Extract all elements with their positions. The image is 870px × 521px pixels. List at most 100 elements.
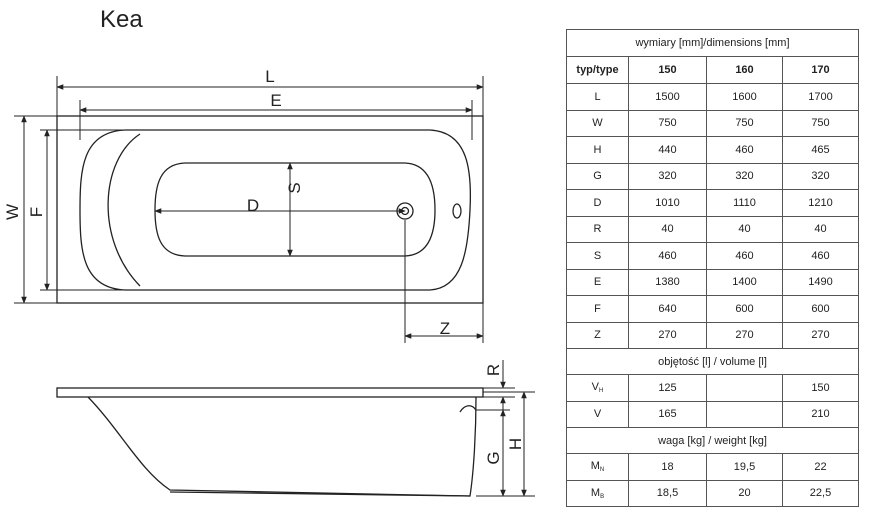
cell [706, 400, 783, 428]
row-label: MN [566, 453, 629, 481]
cell: 600 [782, 295, 859, 323]
dimensions-table: wymiary [mm]/dimensions [mm] typ/type 15… [566, 29, 859, 507]
cell: 22 [782, 453, 859, 481]
type-160: 160 [706, 56, 783, 84]
weight-header: waga [kg] / weight [kg] [566, 427, 859, 454]
cell: 1380 [628, 268, 707, 296]
dim-label-D: D [247, 196, 259, 215]
side-tub-bottom [169, 491, 471, 497]
dim-label-W: W [3, 204, 22, 220]
cell: 750 [782, 109, 859, 137]
cell: 19,5 [706, 453, 783, 481]
overflow-hole [452, 203, 462, 219]
bathtub-technical-drawing: L E W F S D Z R G H [3, 67, 535, 497]
product-title: Kea [100, 6, 143, 33]
cell: 270 [706, 321, 783, 349]
tub-bottom-outline [154, 162, 436, 257]
backrest-curve [107, 133, 141, 287]
side-tub-body [87, 396, 477, 497]
cell: 750 [628, 109, 707, 137]
tub-inner-basin [79, 129, 472, 291]
type-label: typ/type [566, 56, 629, 84]
cell: 640 [628, 295, 707, 323]
row-label: W [566, 109, 629, 137]
top-view [56, 115, 484, 304]
tub-outer-rim [56, 115, 484, 304]
row-label: L [566, 83, 629, 111]
cell: 600 [706, 295, 783, 323]
dim-label-S: S [285, 182, 304, 193]
row-label: Z [566, 321, 629, 349]
dim-label-L: L [265, 67, 274, 86]
cell: 40 [628, 215, 707, 243]
cell: 1490 [782, 268, 859, 296]
cell: 18 [628, 453, 707, 481]
cell: 1700 [782, 83, 859, 111]
cell: 1110 [706, 189, 783, 217]
dim-label-G: G [484, 451, 503, 464]
cell: 18,5 [628, 479, 707, 507]
cell: 1010 [628, 189, 707, 217]
cell: 20 [706, 479, 783, 507]
row-label: D [566, 189, 629, 217]
dim-label-Z: Z [440, 319, 450, 338]
side-overflow [459, 405, 477, 413]
cell: 460 [706, 242, 783, 270]
row-label: R [566, 215, 629, 243]
dim-label-H: H [506, 438, 525, 450]
row-label: S [566, 242, 629, 270]
cell: 750 [706, 109, 783, 137]
dimensions-header: wymiary [mm]/dimensions [mm] [566, 29, 859, 57]
dim-label-E: E [270, 91, 281, 110]
cell: 320 [628, 162, 707, 190]
cell: 460 [782, 242, 859, 270]
cell: 460 [628, 242, 707, 270]
dim-label-F: F [27, 207, 46, 217]
row-label: G [566, 162, 629, 190]
side-rim [56, 387, 484, 398]
volume-header: objętość [l] / volume [l] [566, 348, 859, 375]
cell: 320 [782, 162, 859, 190]
row-label: MB [566, 479, 629, 507]
cell: 1500 [628, 83, 707, 111]
type-150: 150 [628, 56, 707, 84]
cell: 1600 [706, 83, 783, 111]
side-view [56, 387, 484, 497]
row-label: F [566, 295, 629, 323]
dim-label-R: R [484, 364, 503, 376]
cell: 150 [782, 374, 859, 402]
cell: 460 [706, 136, 783, 164]
cell: 320 [706, 162, 783, 190]
cell [706, 374, 783, 402]
cell: 270 [782, 321, 859, 349]
cell: 40 [782, 215, 859, 243]
top-view-dimensions [14, 76, 484, 343]
cell: 165 [628, 400, 707, 428]
cell: 1400 [706, 268, 783, 296]
cell: 270 [628, 321, 707, 349]
cell: 125 [628, 374, 707, 402]
row-label: E [566, 268, 629, 296]
type-170: 170 [782, 56, 859, 84]
row-label: H [566, 136, 629, 164]
row-label: V [566, 400, 629, 428]
cell: 465 [782, 136, 859, 164]
cell: 22,5 [782, 479, 859, 507]
cell: 1210 [782, 189, 859, 217]
row-label: VH [566, 374, 629, 402]
side-view-dimensions [476, 360, 535, 497]
cell: 440 [628, 136, 707, 164]
